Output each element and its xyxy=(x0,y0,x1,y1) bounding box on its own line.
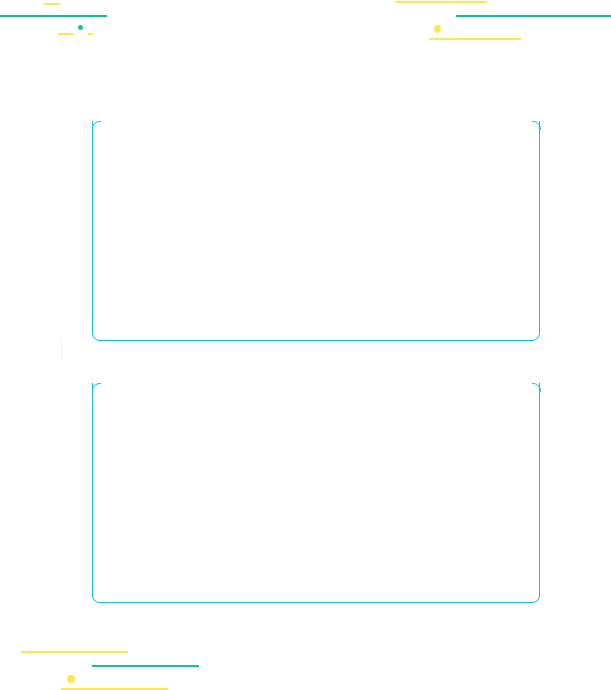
content-panel-2 xyxy=(91,383,541,603)
decor-dot xyxy=(78,25,83,30)
decor-line xyxy=(456,15,611,17)
content-panel-1 xyxy=(91,121,541,341)
decor-line xyxy=(0,15,107,17)
decor-line xyxy=(44,3,60,5)
decor-line xyxy=(396,1,487,3)
decor-line xyxy=(61,688,168,690)
decor-line xyxy=(92,665,199,667)
decor-line xyxy=(21,651,128,653)
decor-dot xyxy=(67,675,75,683)
divider xyxy=(61,338,62,362)
decor-dot xyxy=(434,25,441,33)
decor-line xyxy=(429,38,521,40)
decor-line xyxy=(58,33,74,35)
decor-line xyxy=(88,33,93,35)
